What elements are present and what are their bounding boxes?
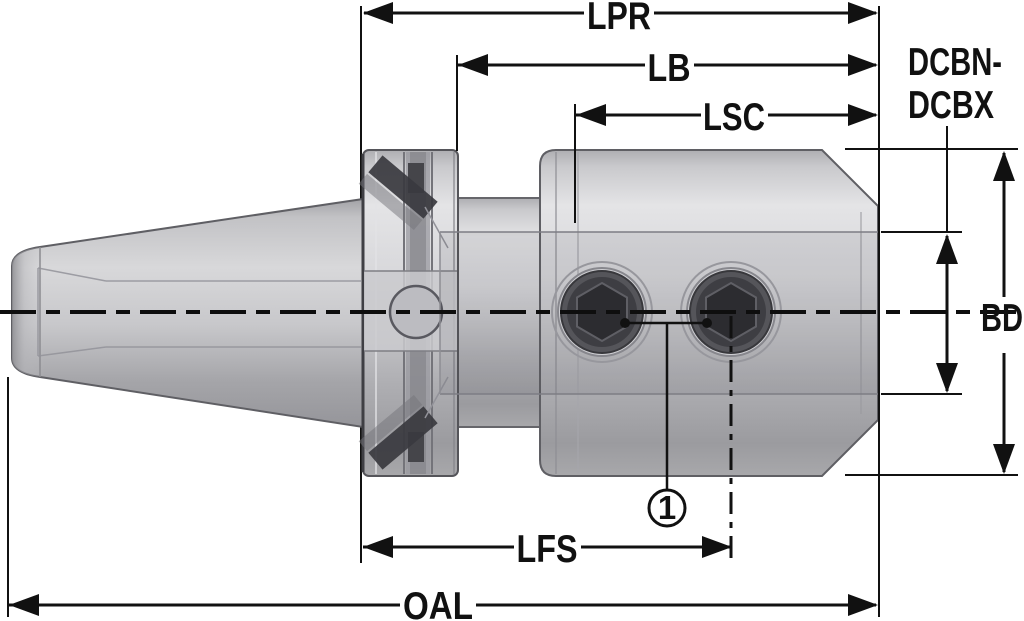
dimensions: LPR LB LSC DCBN- DCBX bbox=[9, 0, 1023, 621]
callout-1: 1 bbox=[620, 318, 712, 528]
set-screw-front bbox=[551, 261, 653, 363]
callout-1-number: 1 bbox=[658, 489, 676, 526]
label-lpr: LPR bbox=[587, 0, 651, 38]
label-dcbx: DCBX bbox=[908, 84, 994, 127]
dim-lfs: LFS bbox=[363, 528, 732, 571]
drive-slot-bottom bbox=[358, 394, 438, 470]
hex-socket-front bbox=[576, 281, 628, 343]
tool-holder bbox=[11, 149, 879, 477]
leader-dot-rear bbox=[702, 318, 712, 328]
set-screw-rear bbox=[680, 261, 782, 363]
dim-dcb: DCBN- DCBX bbox=[908, 41, 1002, 393]
taper-internal-bore-lines bbox=[37, 267, 361, 357]
label-oal: OAL bbox=[403, 585, 473, 621]
dim-lb: LB bbox=[458, 47, 878, 90]
dim-lsc: LSC bbox=[576, 96, 878, 139]
callout-1-balloon bbox=[647, 488, 687, 528]
leader-dot-front bbox=[620, 318, 630, 328]
label-dcbn: DCBN- bbox=[908, 41, 1002, 84]
label-lsc: LSC bbox=[703, 96, 765, 139]
extension-lines bbox=[7, 6, 1018, 617]
label-bd: BD bbox=[981, 297, 1023, 340]
drive-slot-top bbox=[358, 155, 438, 231]
dim-bd: BD bbox=[981, 151, 1023, 474]
label-lb: LB bbox=[648, 47, 691, 90]
dim-lpr: LPR bbox=[363, 0, 878, 38]
v-flange bbox=[358, 149, 459, 477]
label-lfs: LFS bbox=[517, 528, 578, 571]
dim-oal: OAL bbox=[9, 585, 878, 621]
